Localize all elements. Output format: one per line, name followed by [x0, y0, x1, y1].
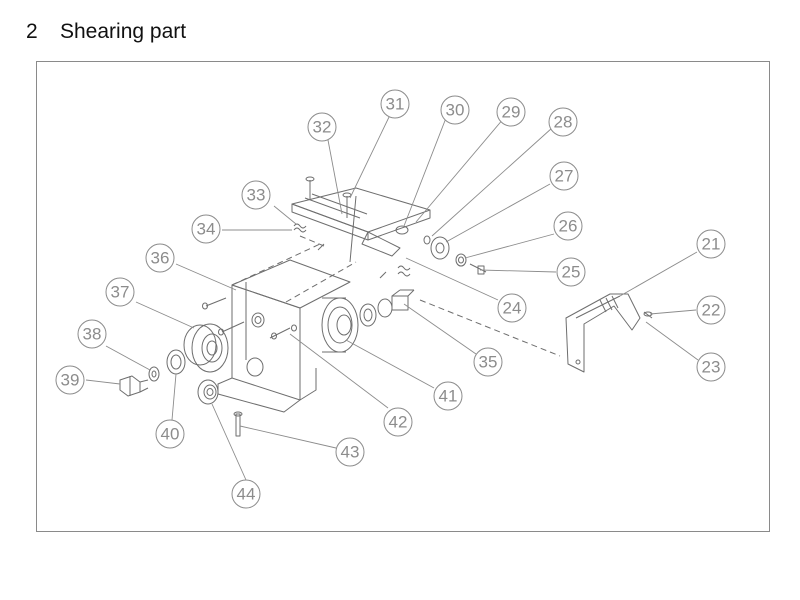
callout-26-label: 26	[559, 217, 578, 236]
callout-23-label: 23	[702, 358, 721, 377]
diagram-frame	[36, 61, 770, 532]
callout-43-label: 43	[341, 443, 360, 462]
callout-circles	[55, 89, 726, 509]
callout-28-circle	[548, 107, 578, 137]
section-title: Shearing part	[60, 20, 187, 43]
callout-39-label: 39	[61, 371, 80, 390]
callout-23-circle	[696, 352, 726, 382]
callout-34-label: 34	[197, 220, 216, 239]
callout-30-circle	[440, 95, 470, 125]
top-bracket-part	[291, 187, 431, 263]
callout-37-circle	[105, 277, 135, 307]
small-washers-part	[148, 349, 186, 382]
callout-44-label: 44	[237, 485, 256, 504]
callout-33-circle	[241, 180, 271, 210]
callout-44-circle	[231, 479, 261, 509]
section-heading: 2 Shearing part	[26, 20, 186, 44]
callout-35-label: 35	[479, 353, 498, 372]
callout-25-label: 25	[562, 263, 581, 282]
callout-21-label: 21	[702, 235, 721, 254]
callout-28-label: 28	[554, 113, 573, 132]
section-number: 2	[26, 20, 38, 43]
callout-29-circle	[496, 97, 526, 127]
plate-screws-part	[202, 243, 387, 340]
callout-22-label: 22	[702, 301, 721, 320]
callout-40-label: 40	[161, 425, 180, 444]
callout-40-circle	[155, 419, 185, 449]
callout-36-label: 36	[151, 249, 170, 268]
callout-42-circle	[383, 407, 413, 437]
callout-39-circle	[55, 365, 85, 395]
callout-35-circle	[473, 347, 503, 377]
callout-21-circle	[696, 229, 726, 259]
callout-24-circle	[497, 293, 527, 323]
callout-27-circle	[549, 161, 579, 191]
callout-38-circle	[77, 319, 107, 349]
spring-parts	[293, 223, 411, 277]
small-gear-part	[197, 379, 219, 405]
long-bolt-part	[233, 411, 243, 437]
callout-38-label: 38	[83, 325, 102, 344]
callout-36-circle	[145, 243, 175, 273]
callout-30-label: 30	[446, 101, 465, 120]
leader-lines	[85, 114, 699, 481]
callout-31-label: 31	[386, 95, 405, 114]
pulley-part	[183, 323, 229, 373]
callout-34-circle	[191, 214, 221, 244]
handle-guard-part	[565, 293, 653, 373]
callout-29-label: 29	[502, 103, 521, 122]
alignment-lines	[231, 235, 561, 357]
callout-41-label: 41	[439, 387, 458, 406]
callout-25-circle	[556, 257, 586, 287]
callout-41-circle	[433, 381, 463, 411]
large-wheel-part	[321, 297, 359, 353]
hex-bolt-part	[119, 375, 149, 397]
callout-33-label: 33	[247, 186, 266, 205]
callout-32-label: 32	[313, 118, 332, 137]
callout-37-label: 37	[111, 283, 130, 302]
callout-42-label: 42	[389, 413, 408, 432]
callout-32-circle	[307, 112, 337, 142]
washer-stack-part	[423, 235, 487, 275]
callout-26-circle	[553, 211, 583, 241]
callout-22-circle	[696, 295, 726, 325]
side-plate-part	[217, 259, 351, 413]
callout-43-circle	[335, 437, 365, 467]
callout-27-label: 27	[555, 167, 574, 186]
callout-24-label: 24	[503, 299, 522, 318]
bearing-collar-part	[359, 289, 415, 327]
callout-31-circle	[380, 89, 410, 119]
